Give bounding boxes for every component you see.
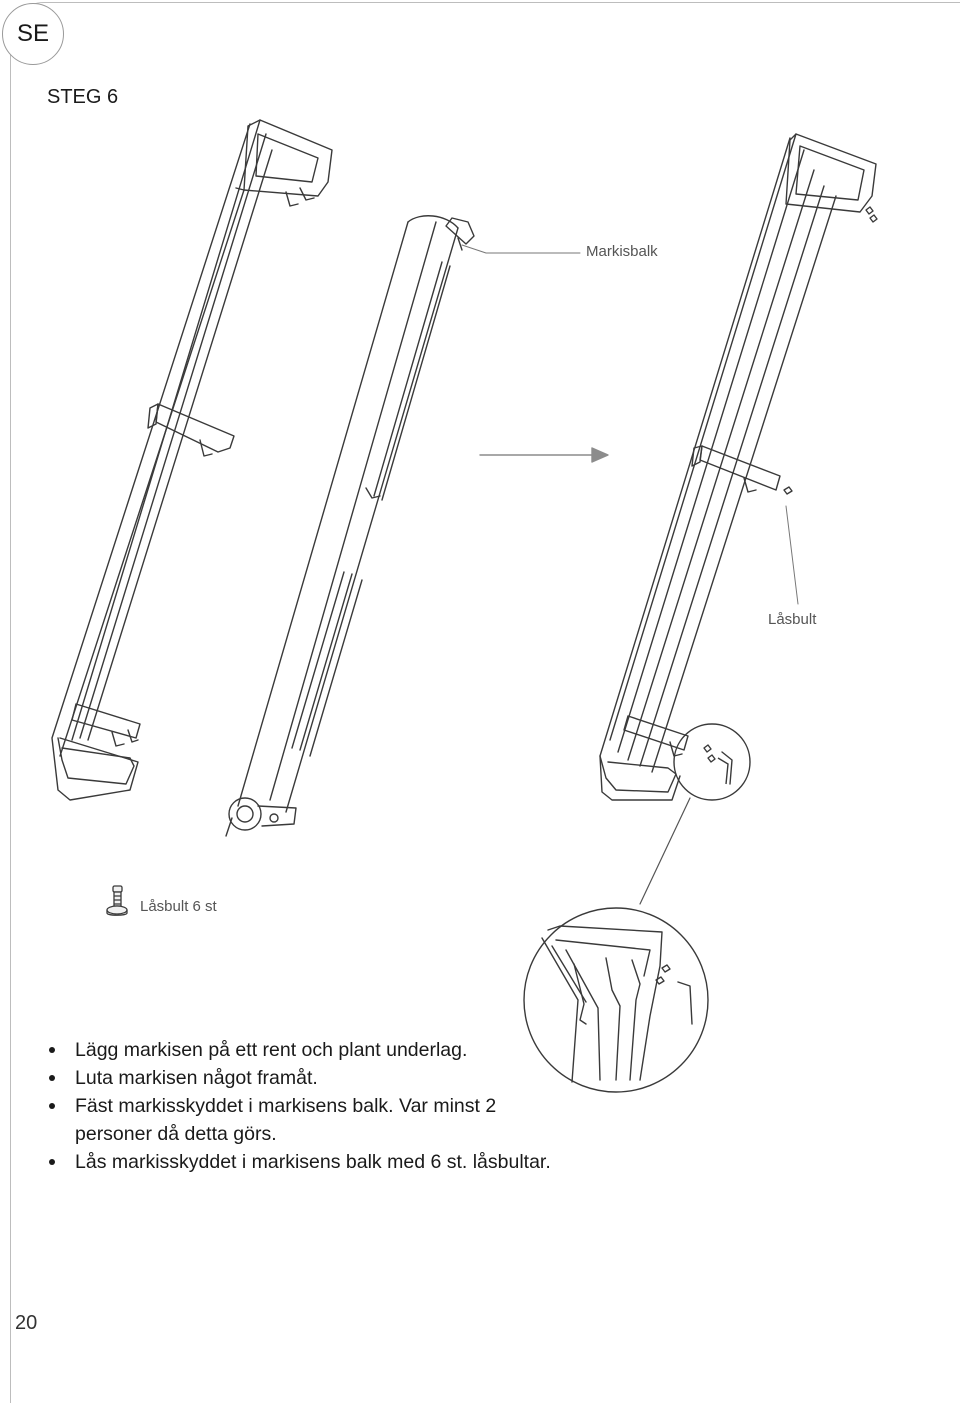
instruction-item: Luta markisen något framåt. [48, 1064, 551, 1092]
label-lasbult: Låsbult [768, 611, 817, 628]
hex-key-icon [717, 757, 729, 785]
language-badge: SE [2, 3, 64, 65]
right-assembly [599, 133, 878, 801]
left-beam [51, 119, 333, 801]
bolt-icon [106, 885, 128, 916]
page-frame [10, 2, 960, 1403]
page-number: 20 [15, 1312, 38, 1334]
assembly-illustration [51, 119, 878, 1093]
instruction-item: Lägg markisen på ett rent och plant unde… [48, 1036, 551, 1064]
instruction-list: Lägg markisen på ett rent och plant unde… [48, 1036, 551, 1176]
instruction-item: Fäst markisskyddet i markisens balk. Var… [48, 1092, 545, 1148]
step-title: STEG 6 [47, 86, 119, 108]
arrow-right-icon [479, 447, 609, 463]
detail-magnifier [523, 907, 709, 1093]
label-lasbult-count: Låsbult 6 st [140, 898, 217, 915]
instruction-item: Lås markisskyddet i markisens balk med 6… [48, 1148, 551, 1176]
label-markisbalk: Markisbalk [586, 243, 658, 260]
rolled-awning [225, 215, 475, 837]
